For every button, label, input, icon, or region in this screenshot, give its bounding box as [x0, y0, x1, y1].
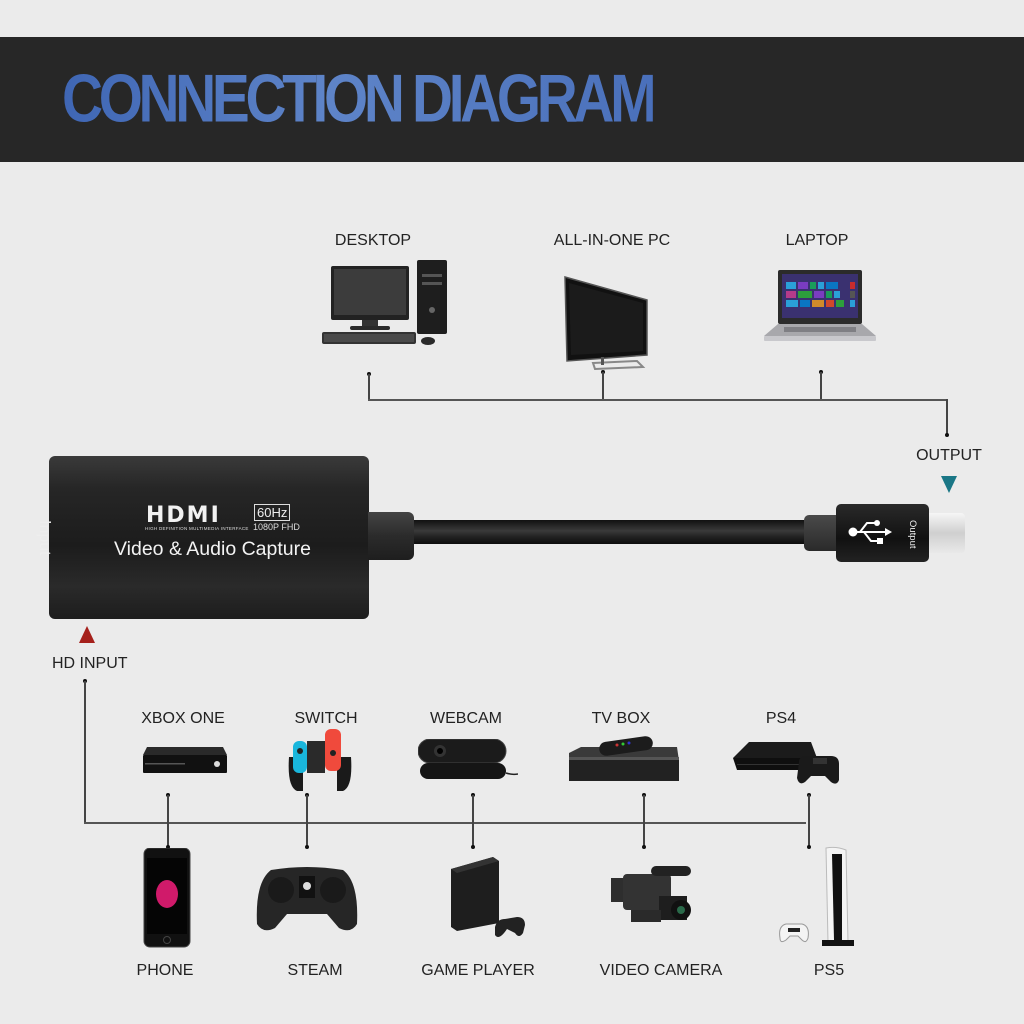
- usb-icon: [848, 517, 892, 547]
- laptop-icon: [764, 270, 876, 344]
- output-arrow-icon: [941, 476, 957, 493]
- connector-dot: [471, 845, 475, 849]
- connector-line: [808, 795, 810, 847]
- connector-line: [368, 374, 370, 400]
- nintendo-switch-icon: [287, 727, 353, 793]
- connector-line: [820, 372, 822, 400]
- usb-cable: [414, 520, 804, 544]
- hd-input-label: HD INPUT: [52, 655, 128, 672]
- capture-device-body: [49, 456, 369, 619]
- steam-controller-icon: [255, 866, 359, 934]
- hdmi-subtitle: HIGH DEFINITION MULTIMEDIA INTERFACE: [145, 526, 249, 531]
- label-switch: SWITCH: [294, 710, 358, 727]
- label-tv-box: TV BOX: [591, 710, 651, 727]
- video-camera-icon: [611, 864, 703, 930]
- connector-dot: [642, 845, 646, 849]
- input-arrow-icon: [79, 626, 95, 643]
- connector-line: [84, 681, 86, 824]
- label-xbox-one: XBOX ONE: [141, 710, 225, 727]
- label-game-player: GAME PLAYER: [421, 962, 535, 979]
- label-video-camera: VIDEO CAMERA: [599, 962, 723, 979]
- input-bus-line: [84, 822, 806, 824]
- all-in-one-pc-icon: [563, 275, 651, 371]
- hdmi-logo: HDMI: [146, 503, 221, 528]
- label-desktop: DESKTOP: [334, 232, 412, 249]
- capture-device-title: Video & Audio Capture: [114, 538, 311, 560]
- connector-dot: [945, 433, 949, 437]
- tv-box-icon: [569, 735, 679, 785]
- input-port-label: Input: [36, 520, 53, 556]
- xbox-one-icon: [143, 743, 227, 775]
- connector-line: [167, 795, 169, 847]
- connector-line: [946, 399, 948, 435]
- label-laptop: LAPTOP: [785, 232, 849, 249]
- label-webcam: WEBCAM: [430, 710, 502, 727]
- label-ps5: PS5: [813, 962, 845, 979]
- label-ps4: PS4: [765, 710, 797, 727]
- label-phone: PHONE: [136, 962, 194, 979]
- capture-device-neck: [368, 512, 414, 560]
- label-steam: STEAM: [287, 962, 343, 979]
- refresh-rate-badge: 60Hz: [254, 504, 291, 521]
- resolution-text: 1080P FHD: [253, 522, 300, 532]
- phone-icon: [143, 847, 191, 948]
- header-banner: [0, 37, 1024, 162]
- connector-dot: [807, 845, 811, 849]
- usb-connector-neck: [804, 515, 838, 551]
- output-port-label: Output: [907, 520, 918, 549]
- usb-c-plug: [929, 513, 965, 553]
- connector-line: [472, 795, 474, 847]
- label-all-in-one-pc: ALL-IN-ONE PC: [553, 232, 671, 249]
- output-bus-line: [368, 399, 947, 401]
- webcam-icon: [417, 738, 519, 783]
- ps4-icon: [733, 740, 841, 786]
- ps5-icon: [778, 846, 858, 948]
- connector-line: [602, 372, 604, 400]
- connector-dot: [305, 845, 309, 849]
- desktop-computer-icon: [322, 260, 450, 348]
- connector-dot: [166, 845, 170, 849]
- connector-line: [643, 795, 645, 847]
- page-title: CONNECTION DIAGRAM: [62, 59, 657, 137]
- connector-line: [306, 795, 308, 847]
- game-player-icon: [447, 855, 529, 941]
- output-label: OUTPUT: [916, 447, 982, 464]
